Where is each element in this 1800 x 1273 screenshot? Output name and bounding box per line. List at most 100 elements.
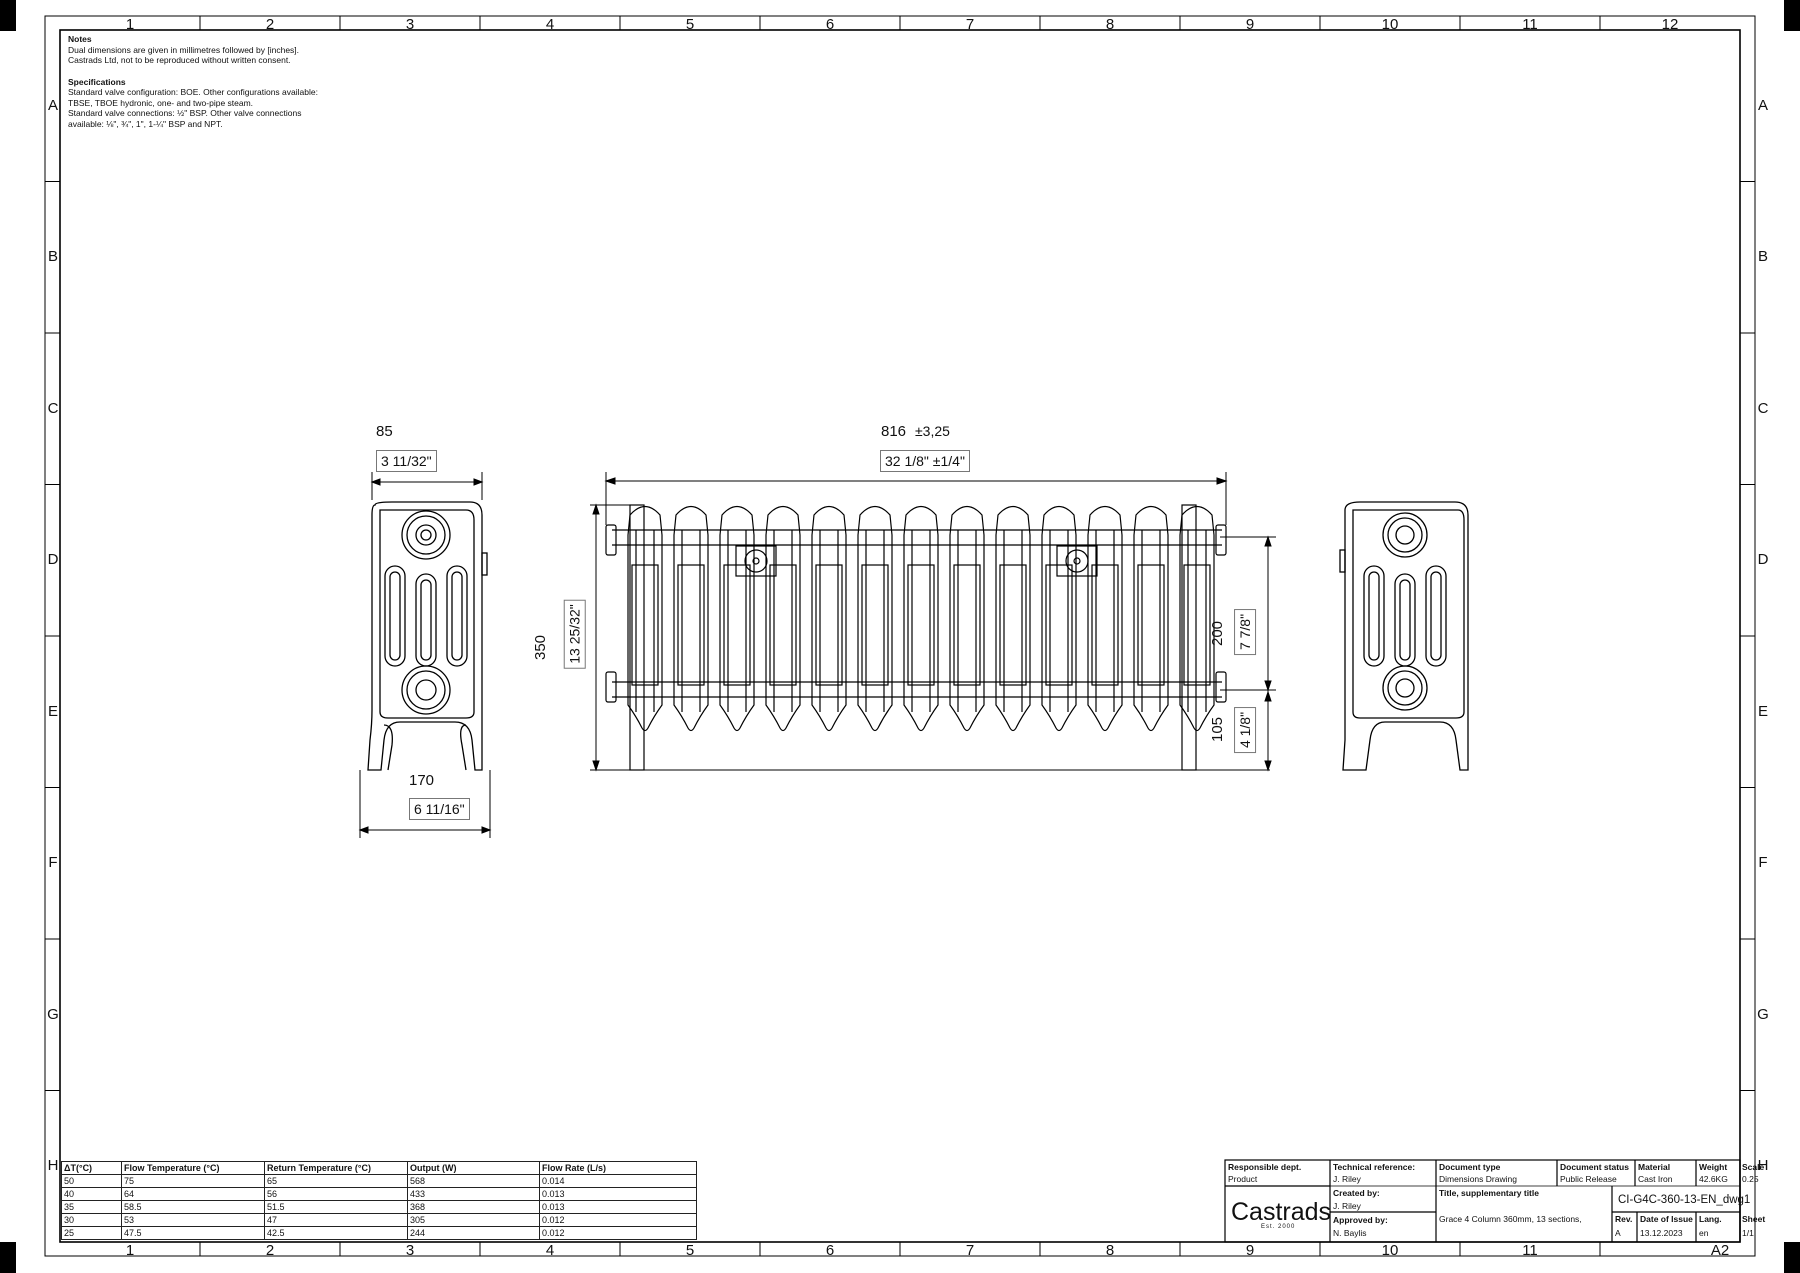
paper-size: A2 <box>1710 1242 1730 1259</box>
tb-doc-type: Dimensions Drawing <box>1439 1174 1517 1184</box>
tb-material: Cast Iron <box>1638 1174 1673 1184</box>
floor-dim-in: 4 1/8" <box>1234 706 1257 754</box>
radiator-section <box>995 505 1031 732</box>
radiator-section <box>1041 505 1077 732</box>
tb-rev: A <box>1615 1228 1621 1238</box>
radiator-section <box>673 505 709 732</box>
depth-dim-mm: 85 <box>376 423 393 440</box>
table-cell: 305 <box>407 1213 540 1227</box>
spec-line: Standard valve configuration: BOE. Other… <box>68 87 318 97</box>
radiator-section <box>627 505 663 732</box>
front-view-radiator <box>605 504 1227 771</box>
spec-line: available: ⅛", ¾", 1", 1-¼" BSP and NPT. <box>68 118 223 129</box>
table-cell: 50 <box>61 1174 122 1188</box>
grid-col-label: 9 <box>1245 16 1255 33</box>
tb-approved-by-label: Approved by: <box>1333 1215 1388 1225</box>
spec-line: Standard valve connections: ½" BSP. Othe… <box>68 108 302 118</box>
grid-row-label: G <box>1757 1005 1769 1023</box>
tb-doc-id: CI-G4C-360-13-EN_dwg1 <box>1618 1194 1751 1206</box>
radiator-section <box>1179 505 1215 732</box>
grid-col-label: 1 <box>125 16 135 33</box>
castrads-logo: Castrads <box>1231 1198 1332 1226</box>
tb-doc-type-label: Document type <box>1439 1162 1501 1172</box>
length-tol-in: ±1/4" <box>932 453 965 469</box>
table-cell: 53 <box>121 1213 265 1227</box>
length-in-value: 32 1/8" <box>885 453 929 469</box>
length-dim-mm: 816 <box>881 423 907 440</box>
outer-frame <box>44 15 1756 1257</box>
spec-line: TBSE, TBOE hydronic, one- and two-pipe s… <box>68 97 254 108</box>
th-flow-rate: Flow Rate (L/s) <box>539 1161 697 1175</box>
grid-row-label: F <box>48 854 58 872</box>
notes-line: Castrads Ltd, not to be reproduced witho… <box>68 55 291 65</box>
table-cell: 0.013 <box>539 1187 697 1201</box>
tb-lang-label: Lang. <box>1699 1214 1722 1224</box>
table-cell: 25 <box>61 1226 122 1240</box>
table-cell: 244 <box>407 1226 540 1240</box>
length-tol-mm: ±3,25 <box>915 423 950 439</box>
grid-row-label: A <box>47 96 58 114</box>
table-cell: 0.012 <box>539 1213 697 1227</box>
grid-row-label: B <box>47 248 58 266</box>
tb-lang: en <box>1699 1228 1709 1238</box>
grid-row-label: H <box>47 1157 59 1175</box>
grid-row-label: G <box>47 1005 59 1023</box>
grid-col-label: 11 <box>1522 1242 1538 1259</box>
radiator-section <box>903 505 939 732</box>
table-cell: 40 <box>61 1187 122 1201</box>
tb-date: 13.12.2023 <box>1640 1228 1683 1238</box>
tb-title: Grace 4 Column 360mm, 13 sections, <box>1439 1214 1582 1224</box>
grid-col-label: 2 <box>265 1242 275 1259</box>
tb-doc-status-label: Document status <box>1560 1162 1629 1172</box>
corner-mark <box>1784 0 1800 31</box>
length-dim-in: 32 1/8" ±1/4" <box>880 450 970 472</box>
th-return-temp: Return Temperature (°C) <box>264 1161 408 1175</box>
th-delta-t: ΔT(°C) <box>61 1161 122 1175</box>
grid-row-label: A <box>1757 96 1768 114</box>
tb-scale-label: Scale <box>1742 1162 1765 1172</box>
grid-row-label: C <box>47 399 59 417</box>
inner-frame <box>59 29 1741 1243</box>
notes-line: Dual dimensions are given in millimetres… <box>68 44 300 55</box>
grid-col-label: 1 <box>125 1242 135 1259</box>
tb-doc-status: Public Release <box>1560 1174 1617 1184</box>
tb-created-by: J. Riley <box>1333 1201 1361 1211</box>
th-output: Output (W) <box>407 1161 540 1175</box>
grid-row-label: B <box>1757 248 1768 266</box>
table-cell: 433 <box>407 1187 540 1201</box>
radiator-section <box>857 505 893 732</box>
grid-col-label: 6 <box>825 1242 835 1259</box>
grid-row-label: C <box>1757 399 1769 417</box>
radiator-section <box>949 505 985 732</box>
height-dim-mm: 350 <box>532 634 550 661</box>
tb-created-by-label: Created by: <box>1333 1188 1380 1198</box>
centres-dim-mm: 200 <box>1209 620 1227 647</box>
dim-lines-front <box>590 472 1276 772</box>
dim-lines-left <box>358 472 492 838</box>
radiator-section <box>1087 505 1123 732</box>
th-flow-temp: Flow Temperature (°C) <box>121 1161 265 1175</box>
table-cell: 30 <box>61 1213 122 1227</box>
castrads-logo-sub: Est. 2000 <box>1261 1224 1296 1230</box>
grid-col-label: 6 <box>825 16 835 33</box>
tb-sheet: 1/1 <box>1742 1228 1754 1238</box>
grid-row-label: D <box>1757 551 1769 569</box>
grid-col-label: 10 <box>1381 1242 1399 1259</box>
tb-title-label: Title, supplementary title <box>1439 1188 1539 1198</box>
table-header-row: ΔT(°C) Flow Temperature (°C) Return Temp… <box>61 1161 697 1175</box>
grid-row-label: E <box>47 702 58 720</box>
table-cell: 47 <box>264 1213 408 1227</box>
grid-col-label: 4 <box>545 16 555 33</box>
table-cell: 368 <box>407 1200 540 1214</box>
grid-col-label: 3 <box>405 16 415 33</box>
table-cell: 65 <box>264 1174 408 1188</box>
corner-mark <box>1784 1242 1800 1273</box>
grid-col-label: 10 <box>1381 16 1399 33</box>
